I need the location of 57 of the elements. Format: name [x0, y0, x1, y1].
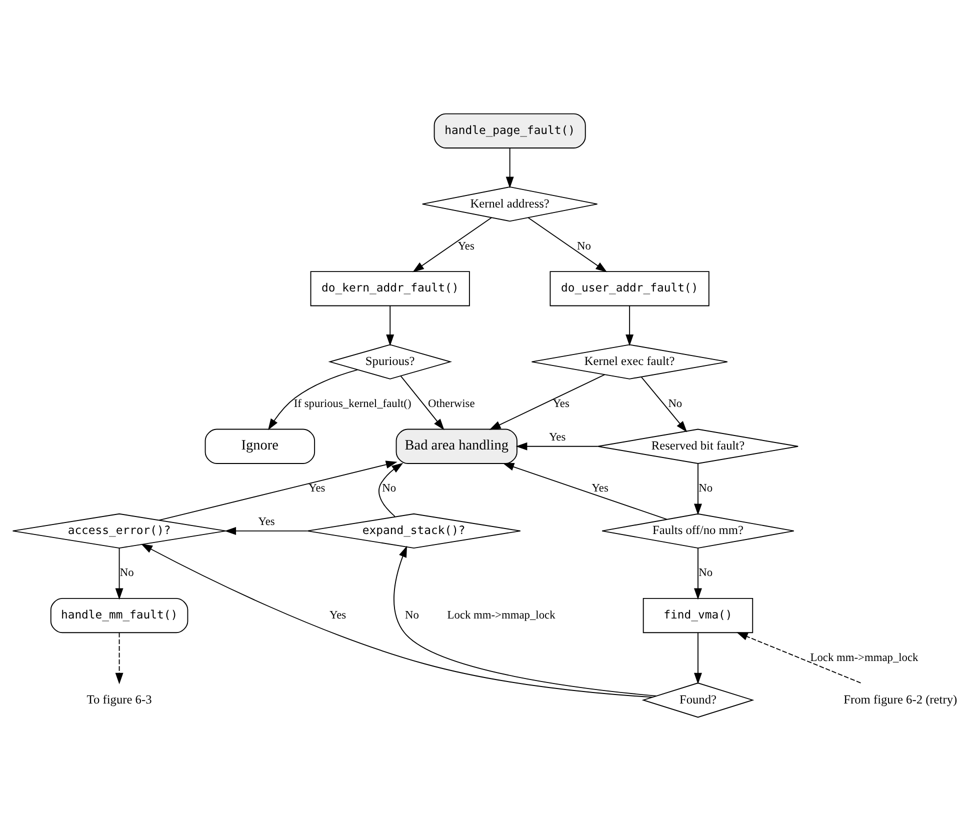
arrow [506, 148, 514, 188]
edge-label: Yes [592, 482, 608, 495]
edge-label: Yes [330, 609, 346, 622]
edge-label: No [698, 567, 713, 580]
node-box: find_vma() [642, 598, 754, 634]
node-diamond: Found? [642, 682, 754, 718]
edge-label: Yes [549, 431, 566, 444]
arrow [489, 374, 606, 430]
arrow [641, 376, 688, 432]
edge-label: No [405, 609, 419, 622]
arrow [528, 217, 608, 272]
node-diamond: expand_stack()? [306, 513, 521, 549]
node-diamond: Reserved bit fault? [597, 428, 799, 464]
node-box: Ignore [204, 428, 316, 464]
arrow [158, 460, 398, 521]
arrow [400, 376, 444, 430]
node-text: From figure 6-2 (retry) [844, 692, 958, 706]
edge-label: If spurious_kernel_fault() [294, 398, 412, 410]
edge-label: Yes [308, 482, 326, 495]
node-diamond: Faults off/no mm? [602, 513, 794, 549]
edge-label: Yes [552, 398, 570, 410]
arrow [736, 632, 862, 684]
edge-label: No [668, 398, 682, 410]
edge-label: Lock mm->mmap_lock [810, 652, 918, 664]
node-text: To figure 6-3 [86, 692, 152, 706]
arrow [224, 526, 308, 535]
edge-label: No [382, 482, 396, 495]
node-diamond: Spurious? [328, 344, 452, 380]
arrow [502, 463, 668, 520]
arrow [394, 546, 657, 696]
arrow [378, 462, 404, 517]
node-box: handle_page_fault() [434, 113, 586, 148]
edge-label: Yes [458, 240, 474, 252]
node-diamond: Kernel exec fault? [531, 344, 728, 380]
arrow [141, 544, 654, 698]
node-box: do_kern_addr_fault() [310, 271, 470, 306]
node-diamond: access_error()? [12, 513, 226, 549]
arrow [516, 442, 598, 450]
arrow [386, 305, 394, 346]
edge-label: No [698, 482, 713, 495]
arrow [115, 548, 124, 600]
arrow [626, 305, 634, 346]
arrow [694, 548, 702, 600]
label: Lock mm->mmap_lock [447, 609, 556, 622]
arrow [268, 369, 358, 430]
edge-label: No [576, 240, 591, 252]
arrow [115, 632, 124, 684]
node-diamond: Kernel address? [422, 186, 598, 222]
arrow [694, 632, 702, 684]
arrow [412, 217, 492, 272]
node-box: handle_mm_fault() [50, 598, 188, 634]
edge-label: Yes [258, 516, 275, 528]
arrow [694, 463, 702, 516]
edge-label: No [120, 567, 134, 580]
edge-label: Otherwise [428, 398, 475, 410]
node-box: Bad area handling [396, 428, 518, 464]
node-box: do_user_addr_fault() [550, 271, 710, 306]
